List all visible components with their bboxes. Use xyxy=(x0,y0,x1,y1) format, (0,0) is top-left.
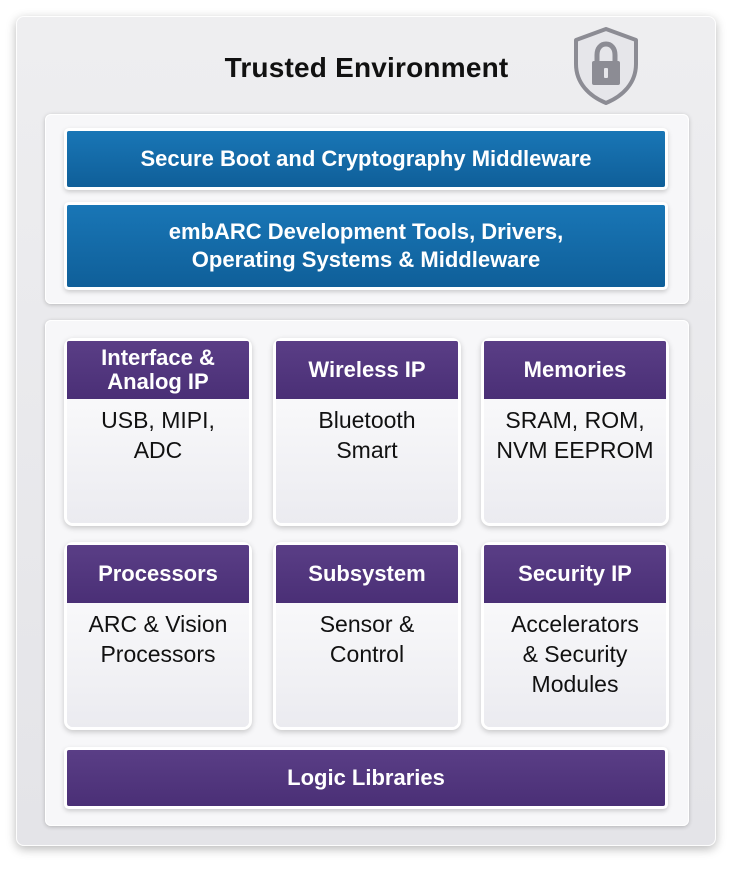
security-ip-card: Security IP Accelerators & Security Modu… xyxy=(484,545,666,727)
subsystem-card: Subsystem Sensor & Control xyxy=(276,545,458,727)
card-header: Subsystem xyxy=(276,545,458,603)
card-body: SRAM, ROM, NVM EEPROM xyxy=(496,407,654,463)
diagram-title: Trusted Environment xyxy=(224,52,509,83)
memories-card: Memories SRAM, ROM, NVM EEPROM xyxy=(484,341,666,523)
secure-boot-block: Secure Boot and Cryptography Middleware xyxy=(67,131,665,187)
card-body: Sensor & Control xyxy=(319,611,415,667)
card-body: ARC & Vision Processors xyxy=(88,611,228,667)
card-header: Interface & Analog IP xyxy=(67,341,249,399)
logic-libraries-block: Logic Libraries xyxy=(67,750,665,806)
card-body: Bluetooth Smart xyxy=(318,407,416,463)
processors-card: Processors ARC & Vision Processors xyxy=(67,545,249,727)
card-header: Wireless IP xyxy=(276,341,458,399)
card-header: Security IP xyxy=(484,545,666,603)
card-header: Memories xyxy=(484,341,666,399)
interface-analog-ip-card: Interface & Analog IP USB, MIPI, ADC xyxy=(67,341,249,523)
shield-lock-icon xyxy=(574,27,638,105)
card-body: Accelerators & Security Modules xyxy=(511,611,639,697)
card-header: Processors xyxy=(67,545,249,603)
wireless-ip-card: Wireless IP Bluetooth Smart xyxy=(276,341,458,523)
embarc-tools-block: embARC Development Tools, Drivers, Opera… xyxy=(67,205,665,287)
card-body: USB, MIPI, ADC xyxy=(101,407,215,463)
